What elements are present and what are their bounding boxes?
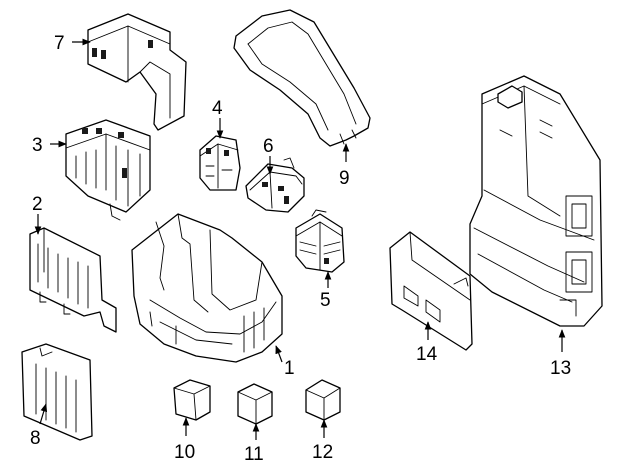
- part-3-fuse-block: [65, 119, 151, 221]
- callout-7: 7: [54, 33, 65, 54]
- leader-8: [39, 403, 48, 425]
- callout-leaders: [34, 38, 566, 440]
- part-7-top-cover: [87, 13, 187, 131]
- callout-14: 14: [416, 344, 438, 365]
- callout-3: 3: [32, 135, 43, 156]
- callout-6: 6: [263, 136, 274, 157]
- part-10-relay: [173, 379, 211, 421]
- part-1-main-housing: [131, 213, 283, 363]
- part-4-connector: [199, 135, 241, 191]
- callout-4: 4: [212, 98, 223, 119]
- part-8-cover-plate: [21, 343, 93, 441]
- part-5-connector: [295, 209, 345, 273]
- callout-8: 8: [30, 428, 41, 449]
- callout-1: 1: [284, 358, 295, 379]
- callout-10: 10: [174, 442, 195, 463]
- callout-labels: 1 2 3 4 5 6 7 8 9 10 11 12 13 14: [30, 33, 571, 465]
- part-6-connector: [245, 157, 305, 213]
- callout-9: 9: [339, 168, 350, 189]
- leader-1: [275, 345, 283, 363]
- callout-12: 12: [312, 442, 333, 463]
- callout-11: 11: [244, 444, 264, 465]
- callout-13: 13: [550, 358, 571, 379]
- part-2-bracket: [29, 227, 117, 333]
- part-13-control-module: [469, 75, 603, 327]
- callout-5: 5: [320, 290, 331, 311]
- part-12-relay: [305, 379, 341, 421]
- callout-2: 2: [32, 194, 43, 215]
- part-14-bracket-plate: [389, 231, 473, 351]
- part-11-relay: [237, 383, 273, 425]
- part-9-long-cover: [233, 9, 371, 147]
